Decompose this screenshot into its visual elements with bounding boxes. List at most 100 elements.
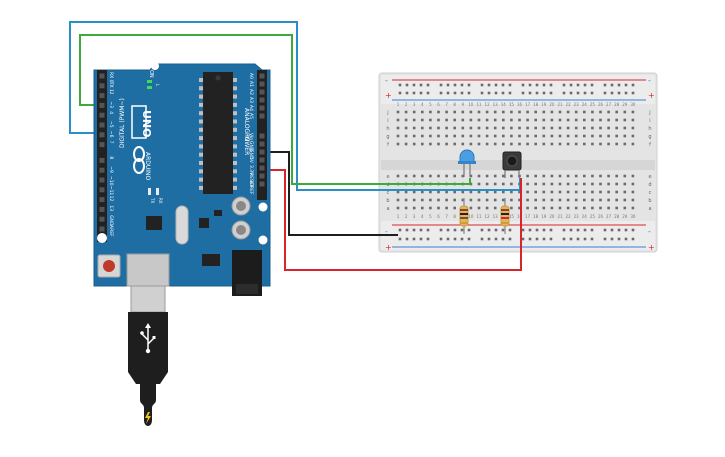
- breadboard-hole[interactable]: [566, 134, 570, 138]
- breadboard-hole[interactable]: [599, 126, 602, 130]
- breadboard-hole[interactable]: [558, 110, 562, 114]
- breadboard-hole[interactable]: [412, 190, 416, 194]
- breadboard-hole[interactable]: [469, 206, 473, 210]
- rail-hole[interactable]: [583, 237, 587, 241]
- breadboard-hole[interactable]: [510, 110, 513, 114]
- rail-hole[interactable]: [508, 237, 512, 241]
- rail-hole[interactable]: [528, 228, 532, 232]
- breadboard-hole[interactable]: [583, 142, 586, 146]
- breadboard-hole[interactable]: [485, 142, 489, 146]
- breadboard-hole[interactable]: [591, 190, 594, 194]
- breadboard-hole[interactable]: [502, 174, 505, 178]
- breadboard-hole[interactable]: [429, 206, 432, 210]
- rail-hole[interactable]: [480, 83, 484, 87]
- breadboard-hole[interactable]: [558, 182, 562, 186]
- rail-hole[interactable]: [467, 228, 471, 232]
- rail-hole[interactable]: [624, 228, 628, 232]
- breadboard-hole[interactable]: [558, 206, 562, 210]
- rail-hole[interactable]: [453, 228, 457, 232]
- breadboard-hole[interactable]: [493, 118, 497, 122]
- digital-pin[interactable]: [99, 157, 105, 163]
- breadboard-hole[interactable]: [631, 206, 635, 210]
- rail-hole[interactable]: [590, 228, 594, 232]
- breadboard-hole[interactable]: [534, 198, 537, 202]
- rail-hole[interactable]: [624, 237, 628, 241]
- rail-hole[interactable]: [487, 83, 491, 87]
- breadboard-hole[interactable]: [599, 110, 602, 114]
- breadboard-hole[interactable]: [591, 126, 594, 130]
- rail-hole[interactable]: [405, 237, 409, 241]
- breadboard-hole[interactable]: [469, 142, 473, 146]
- breadboard-hole[interactable]: [599, 182, 602, 186]
- breadboard-hole[interactable]: [477, 198, 481, 202]
- wire-green[interactable]: [79, 34, 471, 185]
- rail-hole[interactable]: [453, 83, 457, 87]
- rail-hole[interactable]: [583, 228, 587, 232]
- rail-hole[interactable]: [542, 228, 546, 232]
- breadboard-hole[interactable]: [607, 110, 610, 114]
- breadboard-hole[interactable]: [566, 182, 570, 186]
- breadboard-hole[interactable]: [615, 198, 618, 202]
- breadboard-hole[interactable]: [429, 134, 432, 138]
- breadboard-hole[interactable]: [412, 198, 416, 202]
- breadboard-hole[interactable]: [534, 134, 537, 138]
- breadboard-hole[interactable]: [623, 174, 627, 178]
- breadboard-hole[interactable]: [534, 142, 537, 146]
- rail-hole[interactable]: [610, 237, 614, 241]
- rail-hole[interactable]: [617, 228, 621, 232]
- rail-hole[interactable]: [521, 91, 525, 95]
- breadboard-hole[interactable]: [558, 134, 562, 138]
- breadboard-hole[interactable]: [461, 142, 465, 146]
- breadboard-hole[interactable]: [550, 110, 554, 114]
- breadboard-hole[interactable]: [623, 110, 627, 114]
- breadboard-hole[interactable]: [461, 110, 465, 114]
- digital-pin[interactable]: [99, 142, 105, 148]
- rail-hole[interactable]: [603, 237, 607, 241]
- breadboard-hole[interactable]: [574, 110, 578, 114]
- rail-hole[interactable]: [467, 91, 471, 95]
- rail-hole[interactable]: [494, 228, 498, 232]
- breadboard-hole[interactable]: [607, 134, 610, 138]
- breadboard-hole[interactable]: [542, 118, 546, 122]
- breadboard-hole[interactable]: [477, 206, 481, 210]
- breadboard-hole[interactable]: [404, 110, 408, 114]
- breadboard-hole[interactable]: [461, 190, 465, 194]
- rail-hole[interactable]: [426, 228, 430, 232]
- breadboard-hole[interactable]: [550, 174, 554, 178]
- breadboard-hole[interactable]: [631, 190, 635, 194]
- digital-pin[interactable]: [99, 206, 105, 212]
- breadboard-hole[interactable]: [615, 174, 618, 178]
- breadboard-hole[interactable]: [453, 198, 456, 202]
- breadboard-hole[interactable]: [615, 206, 618, 210]
- digital-pin[interactable]: [99, 83, 105, 89]
- breadboard-hole[interactable]: [469, 134, 473, 138]
- breadboard-hole[interactable]: [453, 134, 456, 138]
- breadboard-hole[interactable]: [437, 174, 440, 178]
- rail-hole[interactable]: [521, 237, 525, 241]
- rail-hole[interactable]: [446, 91, 450, 95]
- breadboard-hole[interactable]: [421, 190, 424, 194]
- breadboard-hole[interactable]: [421, 198, 424, 202]
- breadboard-hole[interactable]: [518, 118, 521, 122]
- breadboard-hole[interactable]: [591, 206, 594, 210]
- breadboard-hole[interactable]: [591, 142, 594, 146]
- breadboard-hole[interactable]: [623, 134, 627, 138]
- breadboard-hole[interactable]: [396, 206, 400, 210]
- breadboard-hole[interactable]: [526, 134, 529, 138]
- breadboard-hole[interactable]: [615, 142, 618, 146]
- rail-hole[interactable]: [405, 83, 409, 87]
- rail-hole[interactable]: [569, 228, 573, 232]
- breadboard-hole[interactable]: [437, 198, 440, 202]
- breadboard-hole[interactable]: [526, 118, 529, 122]
- breadboard-hole[interactable]: [591, 134, 594, 138]
- breadboard-hole[interactable]: [469, 174, 473, 178]
- breadboard-hole[interactable]: [558, 198, 562, 202]
- breadboard-hole[interactable]: [404, 198, 408, 202]
- breadboard-hole[interactable]: [429, 110, 432, 114]
- breadboard-hole[interactable]: [404, 126, 408, 130]
- breadboard-hole[interactable]: [574, 190, 578, 194]
- breadboard-hole[interactable]: [445, 174, 448, 178]
- breadboard-hole[interactable]: [437, 190, 440, 194]
- breadboard-hole[interactable]: [404, 134, 408, 138]
